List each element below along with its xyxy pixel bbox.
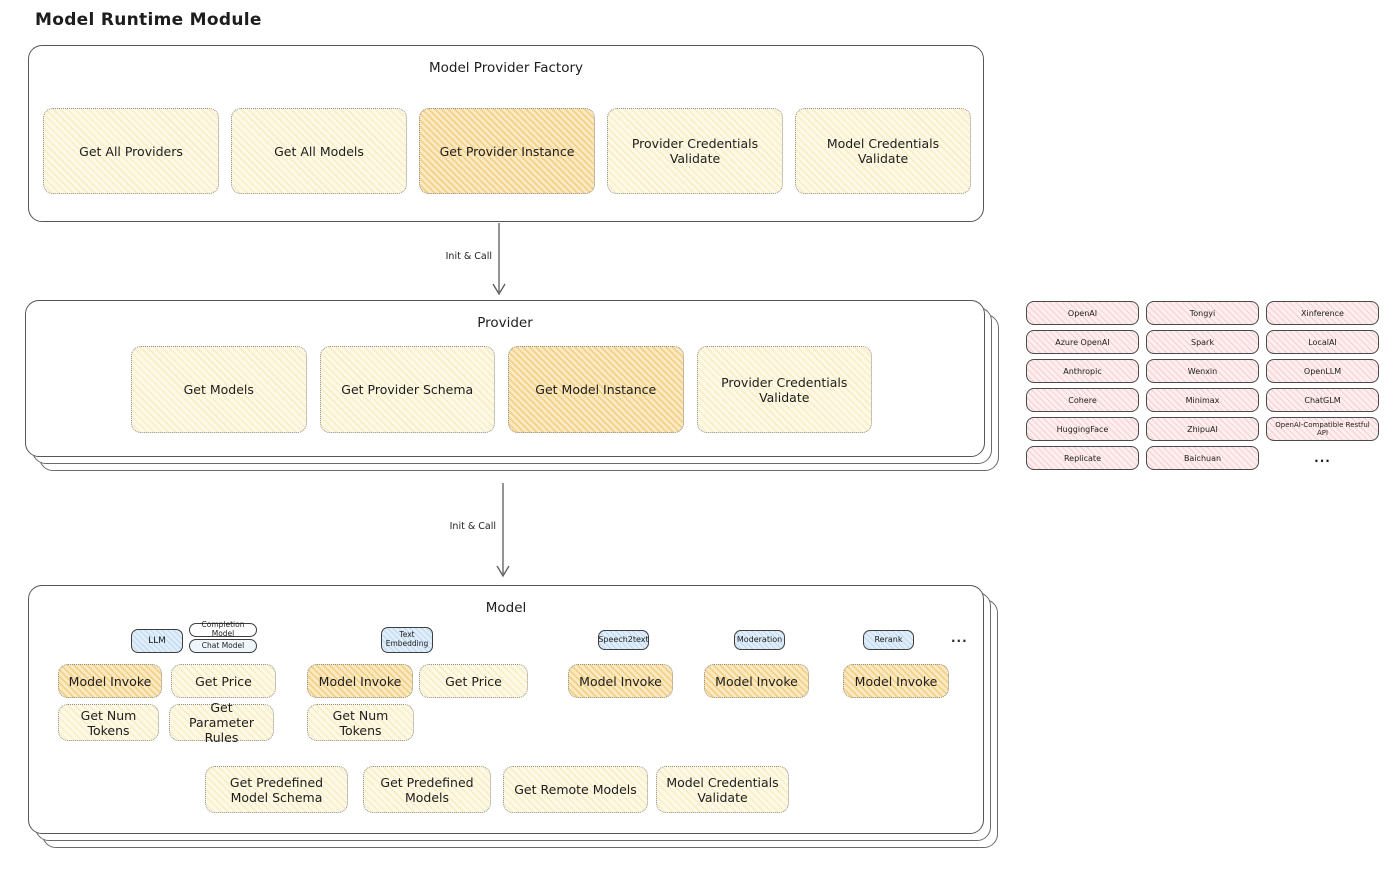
factory-items: Get All Providers Get All Models Get Pro…	[43, 108, 971, 194]
provider-section: Provider Get Models Get Provider Schema …	[25, 300, 985, 457]
init-call-arrow-2-label: Init & Call	[449, 521, 496, 532]
node-get-num-tokens-embedding: Get Num Tokens	[307, 704, 414, 741]
node-model-invoke-rerank: Model Invoke	[843, 664, 949, 698]
tab-llm: LLM	[131, 629, 183, 653]
provider-list: OpenAI Tongyi Xinference Azure OpenAI Sp…	[1026, 301, 1379, 470]
provider-items: Get Models Get Provider Schema Get Model…	[131, 346, 872, 433]
node-get-remote-models: Get Remote Models	[503, 766, 648, 813]
factory-title: Model Provider Factory	[428, 60, 583, 76]
node-get-all-providers: Get All Providers	[43, 108, 219, 194]
provider-cell-baichuan: Baichuan	[1146, 446, 1259, 470]
provider-cell-wenxin: Wenxin	[1146, 359, 1259, 383]
provider-cell-spark: Spark	[1146, 330, 1259, 354]
node-get-predefined-models: Get Predefined Models	[363, 766, 491, 813]
node-get-price-embedding: Get Price	[419, 664, 528, 698]
provider-title: Provider	[477, 315, 533, 331]
provider-cell-minimax: Minimax	[1146, 388, 1259, 412]
node-model-invoke-embedding: Model Invoke	[307, 664, 413, 698]
provider-cell-chatglm: ChatGLM	[1266, 388, 1379, 412]
init-call-arrow-1	[489, 222, 509, 298]
model-section: Model LLM Completion Model Chat Model Te…	[28, 585, 984, 834]
node-get-price-llm: Get Price	[171, 664, 276, 698]
page-title: Model Runtime Module	[35, 10, 262, 30]
provider-cell-openai: OpenAI	[1026, 301, 1139, 325]
provider-cell-cohere: Cohere	[1026, 388, 1139, 412]
node-model-invoke-llm: Model Invoke	[58, 664, 162, 698]
node-model-credentials-validate-2: Model Credentials Validate	[656, 766, 789, 813]
provider-cell-anthropic: Anthropic	[1026, 359, 1139, 383]
provider-cell-tongyi: Tongyi	[1146, 301, 1259, 325]
init-call-arrow-2	[493, 482, 513, 580]
provider-cell-xinference: Xinference	[1266, 301, 1379, 325]
model-tabs-ellipsis: ...	[951, 631, 968, 645]
node-model-invoke-moderation: Model Invoke	[704, 664, 809, 698]
node-get-model-instance: Get Model Instance	[508, 346, 684, 433]
tab-chat-model: Chat Model	[189, 639, 257, 653]
node-provider-credentials-validate: Provider Credentials Validate	[607, 108, 783, 194]
provider-cell-localai: LocalAI	[1266, 330, 1379, 354]
provider-cell-replicate: Replicate	[1026, 446, 1139, 470]
provider-cell-huggingface: HuggingFace	[1026, 417, 1139, 441]
provider-cell-openllm: OpenLLM	[1266, 359, 1379, 383]
node-provider-credentials-validate-2: Provider Credentials Validate	[696, 346, 872, 433]
tab-text-embedding: Text Embedding	[381, 627, 433, 653]
node-get-models: Get Models	[131, 346, 307, 433]
init-call-arrow-1-label: Init & Call	[445, 251, 492, 262]
model-title: Model	[485, 600, 527, 616]
node-get-provider-schema: Get Provider Schema	[319, 346, 495, 433]
node-get-parameter-rules: Get Parameter Rules	[169, 700, 274, 745]
provider-cell-openai-compatible: OpenAI-Compatible Restful API	[1266, 417, 1379, 441]
tab-completion-model: Completion Model	[189, 621, 257, 638]
node-get-all-models: Get All Models	[231, 108, 407, 194]
node-model-credentials-validate: Model Credentials Validate	[795, 108, 971, 194]
provider-cell-azure-openai: Azure OpenAI	[1026, 330, 1139, 354]
node-model-invoke-speech2text: Model Invoke	[568, 664, 673, 698]
tab-rerank: Rerank	[863, 630, 914, 650]
node-get-provider-instance: Get Provider Instance	[419, 108, 595, 194]
tab-speech2text: Speech2text	[598, 630, 649, 650]
tab-moderation: Moderation	[734, 630, 785, 650]
factory-section: Model Provider Factory Get All Providers…	[28, 45, 984, 222]
provider-list-ellipsis: ...	[1314, 451, 1331, 465]
node-get-predefined-model-schema: Get Predefined Model Schema	[205, 766, 348, 813]
node-get-num-tokens-llm: Get Num Tokens	[58, 704, 159, 741]
provider-cell-zhipuai: ZhipuAI	[1146, 417, 1259, 441]
